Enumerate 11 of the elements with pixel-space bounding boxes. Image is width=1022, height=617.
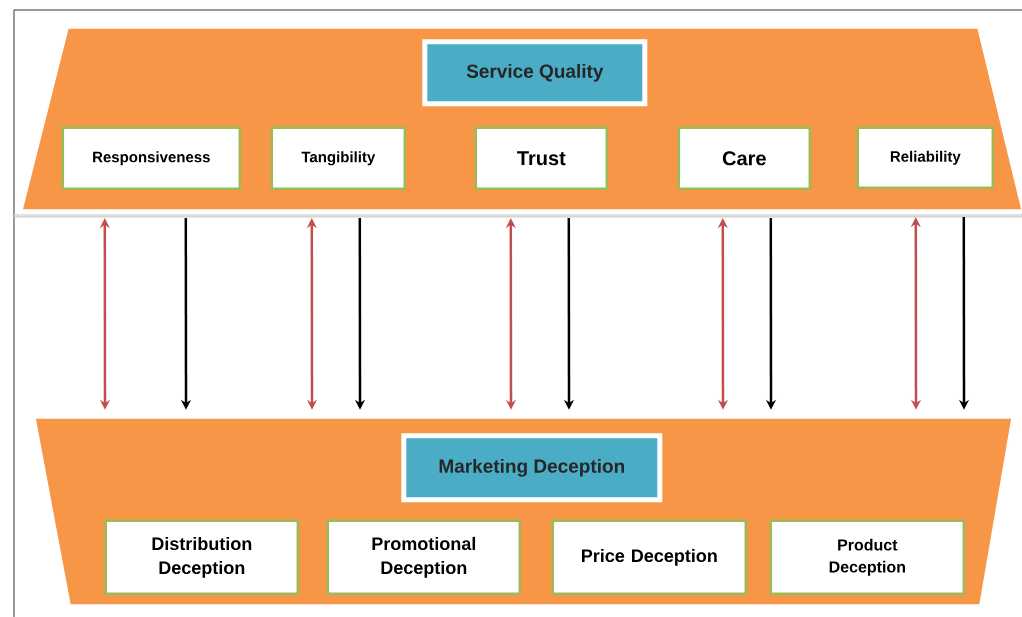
title-box: Service Quality <box>422 39 648 107</box>
dimension-box: Responsiveness <box>61 126 242 191</box>
dimension-box: Care <box>677 126 812 191</box>
dimension-box: Product Deception <box>769 519 966 596</box>
title-box: Marketing Deception <box>401 433 663 503</box>
dimension-box: Tangibility <box>270 126 407 191</box>
dimension-box: Price Deception <box>551 519 748 596</box>
dimension-box: Reliability <box>856 126 995 190</box>
dimension-box: Distribution Deception <box>104 519 300 596</box>
dimension-box: Promotional Deception <box>326 519 522 596</box>
dimension-box: Trust <box>474 126 609 191</box>
